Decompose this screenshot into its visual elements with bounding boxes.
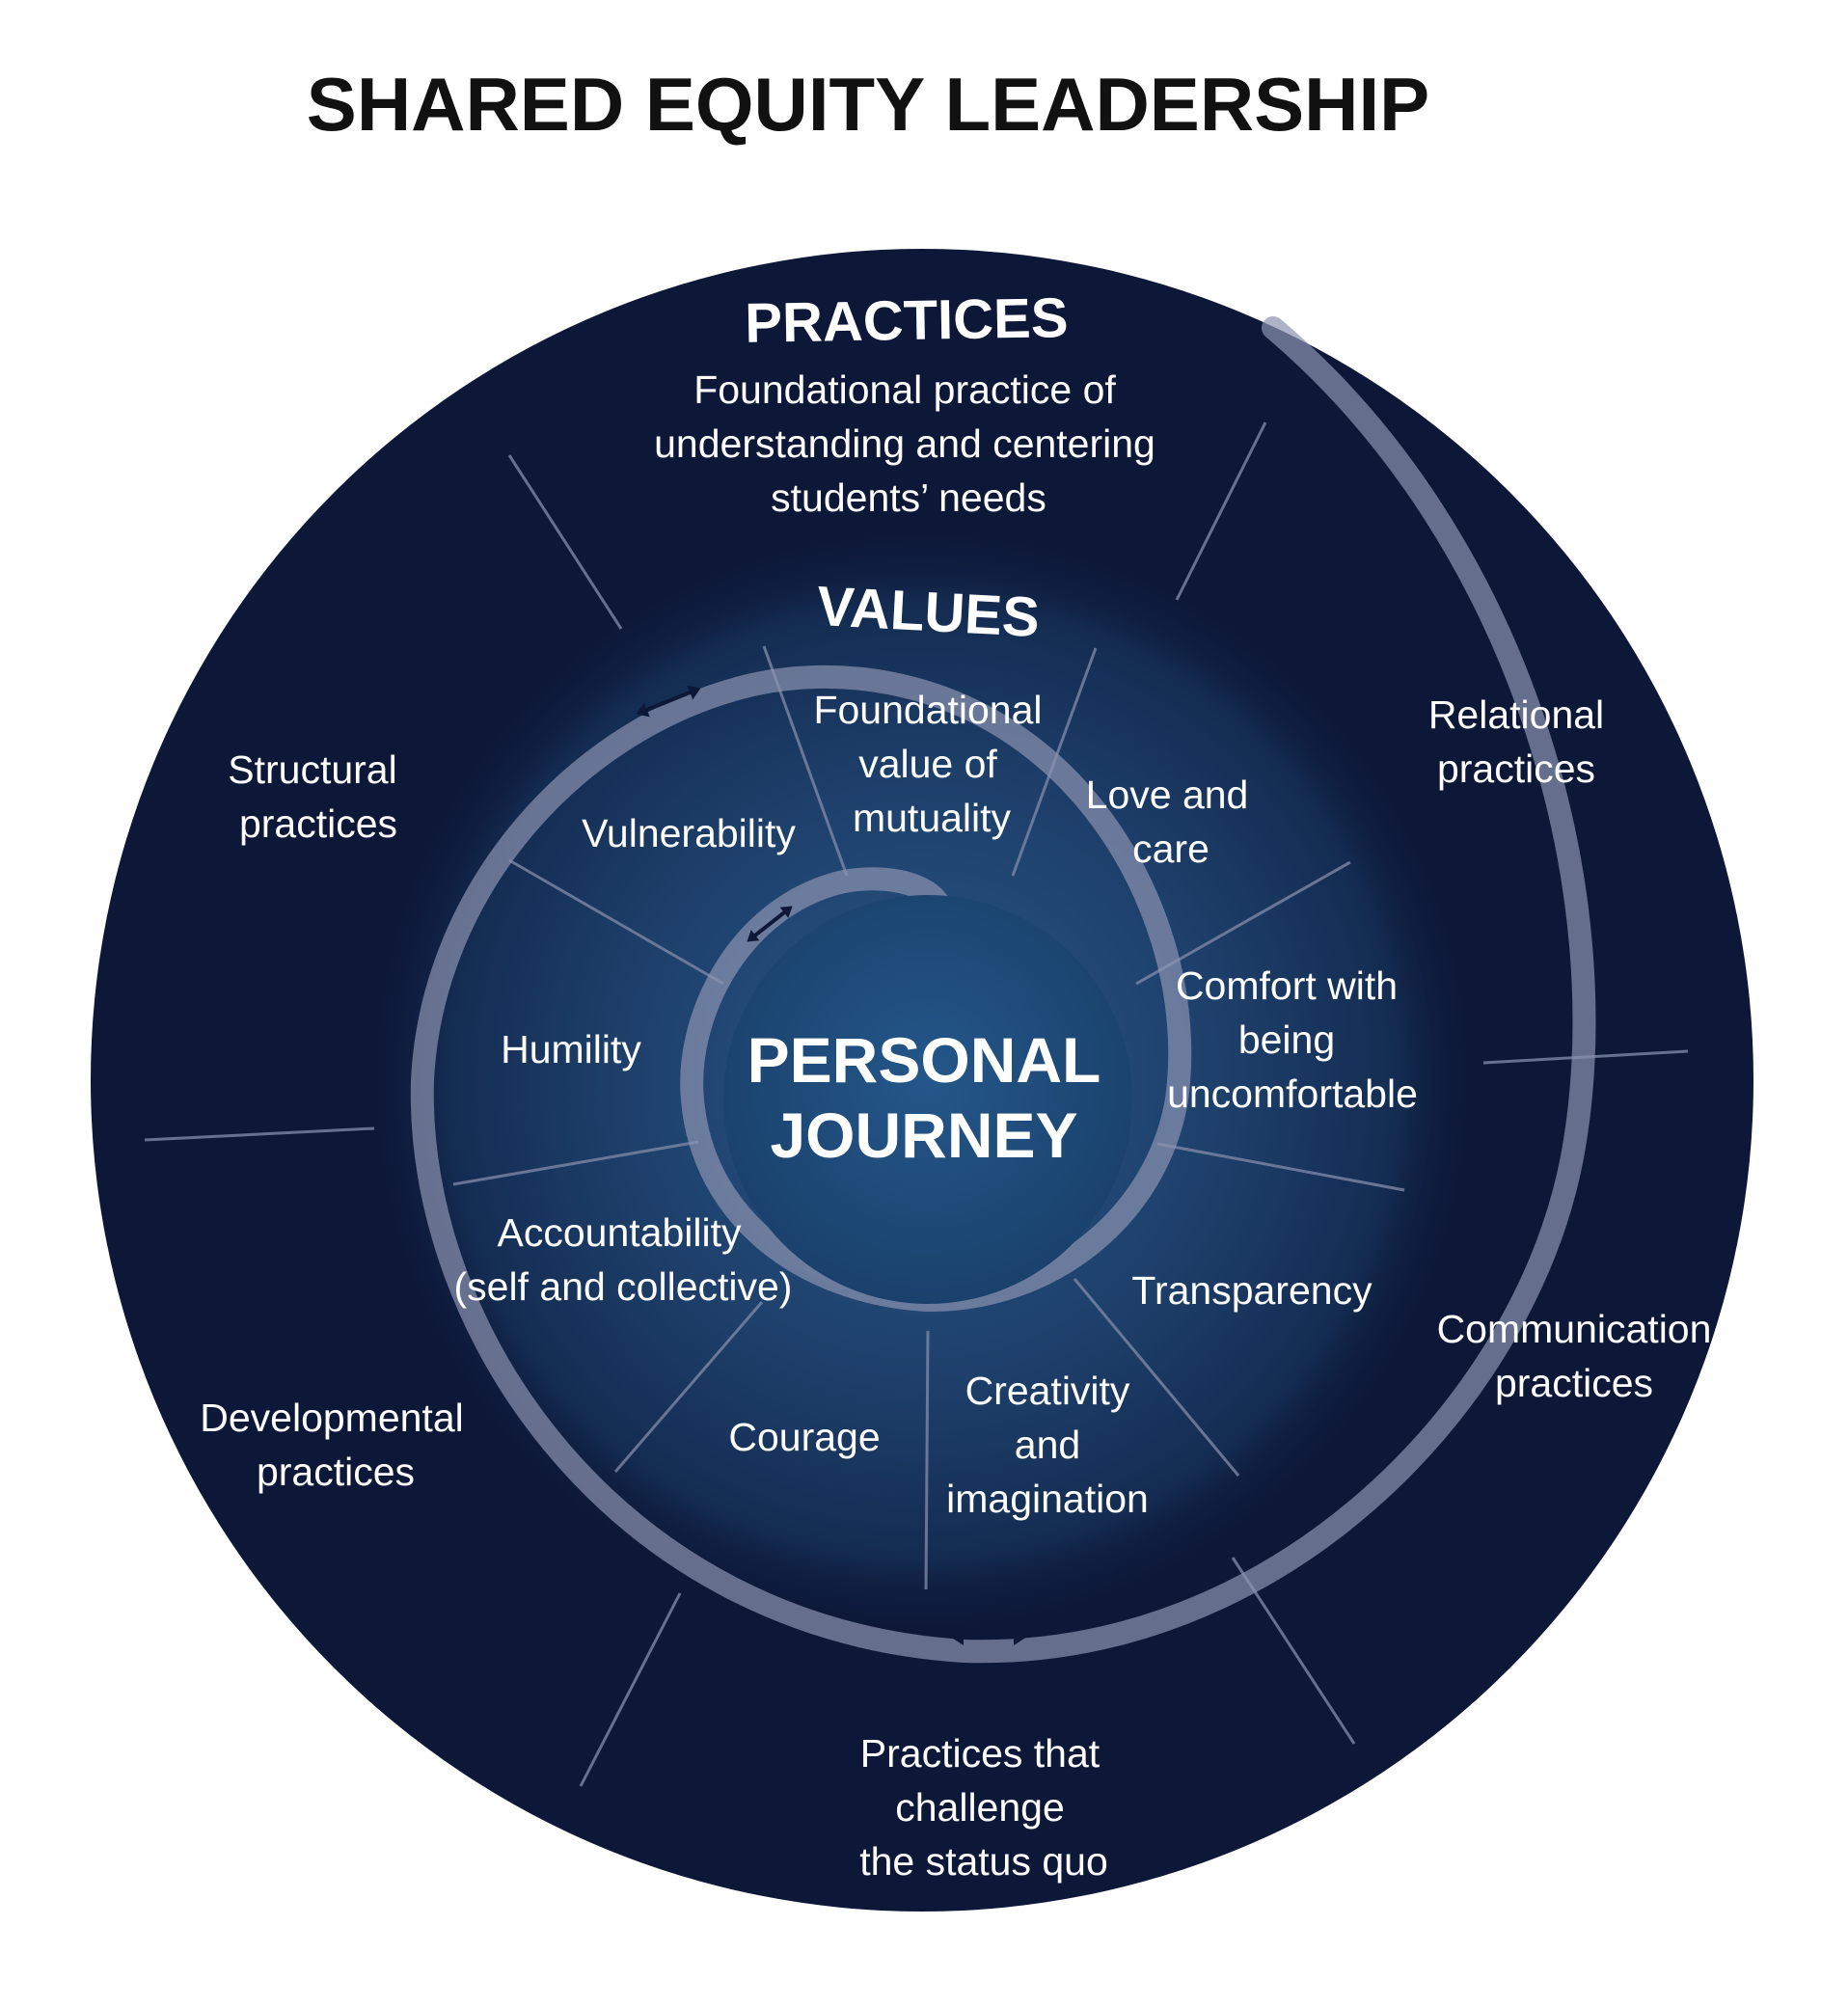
divider-line xyxy=(1156,1142,1405,1192)
value-line: Comfort with xyxy=(1176,963,1398,1008)
practice-line: students’ needs xyxy=(771,475,1046,520)
value-transparency: Transparency xyxy=(1131,1268,1372,1313)
double-arrow-icon xyxy=(636,685,701,718)
value-courage: Courage xyxy=(728,1415,880,1459)
practice-line: practices xyxy=(257,1450,415,1494)
value-line: and xyxy=(1015,1423,1080,1467)
value-line: value of xyxy=(858,742,997,786)
value-comfort: Comfort with being uncomfortable xyxy=(1167,963,1418,1116)
practice-line: Developmental xyxy=(200,1396,464,1440)
value-line: Humility xyxy=(501,1027,641,1071)
journey-spiral xyxy=(410,316,1596,1664)
divider-line xyxy=(508,858,724,986)
value-line: being xyxy=(1238,1017,1335,1062)
practice-developmental: Developmental practices xyxy=(200,1396,464,1494)
personal-journey-core xyxy=(723,895,1132,1304)
value-line: Foundational xyxy=(813,688,1042,732)
values-heading: VALUES xyxy=(815,575,1041,649)
practice-line: understanding and centering xyxy=(654,421,1155,466)
double-arrow-icon xyxy=(950,1628,1027,1645)
value-line: Creativity xyxy=(965,1369,1130,1413)
practice-challenge-status-quo: Practices that challenge the status quo xyxy=(859,1731,1108,1884)
divider-line xyxy=(924,1330,930,1590)
value-line: uncomfortable xyxy=(1167,1071,1418,1116)
value-creativity: Creativity and imagination xyxy=(946,1369,1149,1521)
practice-communication: Communication practices xyxy=(1437,1307,1712,1405)
divider-line xyxy=(579,1592,682,1787)
value-line: imagination xyxy=(946,1477,1149,1521)
practice-foundational: Foundational practice of understanding a… xyxy=(654,367,1155,520)
divider-line xyxy=(144,1126,375,1142)
practice-line: practices xyxy=(239,801,397,846)
practices-heading: PRACTICES xyxy=(745,286,1069,355)
value-line: care xyxy=(1132,827,1209,871)
divider-line xyxy=(452,1140,699,1186)
value-line: Transparency xyxy=(1131,1268,1372,1313)
value-line: Vulnerability xyxy=(582,811,796,855)
practice-line: practices xyxy=(1437,746,1595,791)
practice-line: Foundational practice of xyxy=(693,367,1116,412)
values-dividers xyxy=(452,645,1405,1590)
practice-line: Structural xyxy=(228,747,396,792)
practice-line: Communication xyxy=(1437,1307,1712,1351)
divider-line xyxy=(1073,1278,1240,1477)
divider-line xyxy=(507,454,623,630)
practice-structural: Structural practices xyxy=(228,747,397,846)
value-humility: Humility xyxy=(501,1027,641,1071)
practice-line: Practices that xyxy=(860,1731,1101,1776)
practice-line: challenge xyxy=(895,1785,1065,1830)
value-love-and-care: Love and care xyxy=(1086,773,1249,871)
divider-line xyxy=(1175,421,1267,601)
practice-relational: Relational practices xyxy=(1428,692,1604,791)
core-line: JOURNEY xyxy=(770,1099,1077,1171)
double-arrow-icon xyxy=(747,906,793,942)
value-line: mutuality xyxy=(853,796,1012,840)
value-accountability: Accountability (self and collective) xyxy=(454,1210,793,1309)
personal-journey-label: PERSONAL JOURNEY xyxy=(747,1024,1101,1171)
diagram-title: SHARED EQUITY LEADERSHIP xyxy=(307,62,1429,147)
value-line: Love and xyxy=(1086,773,1249,817)
value-mutuality: Foundational value of mutuality xyxy=(813,688,1042,840)
value-line: (self and collective) xyxy=(454,1264,793,1309)
value-vulnerability: Vulnerability xyxy=(582,811,796,855)
core-line: PERSONAL xyxy=(747,1024,1101,1096)
practice-line: Relational xyxy=(1428,692,1604,737)
value-line: Accountability xyxy=(498,1210,742,1255)
divider-line xyxy=(613,1301,764,1473)
practice-line: practices xyxy=(1495,1361,1653,1405)
practice-line: the status quo xyxy=(859,1839,1108,1884)
value-line: Courage xyxy=(728,1415,880,1459)
